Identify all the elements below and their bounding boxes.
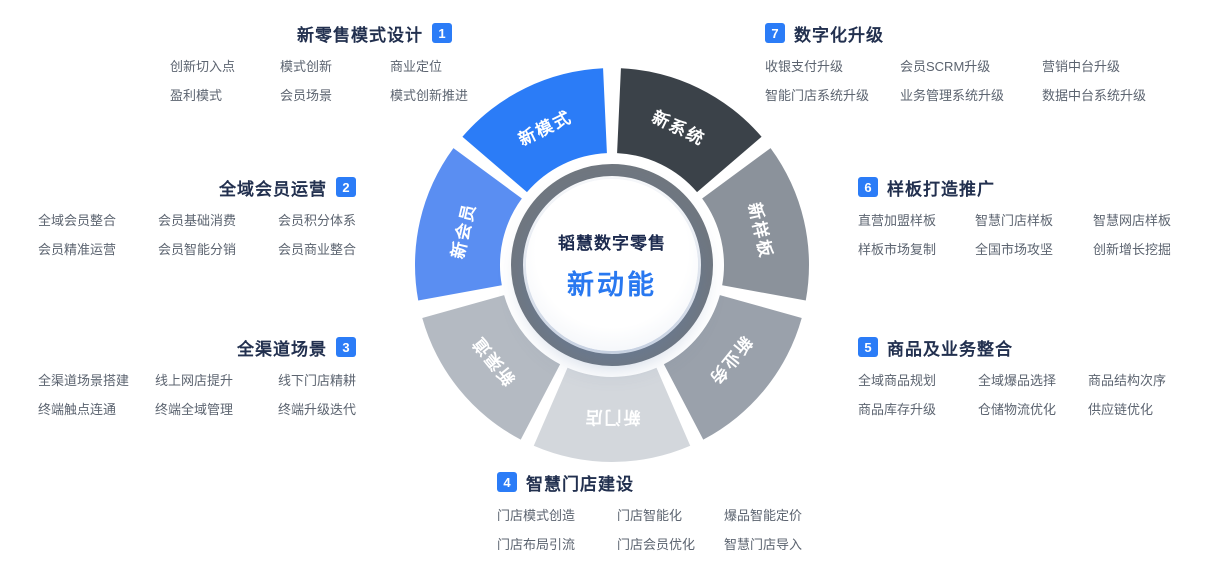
section-item: 智慧门店样板 (975, 213, 1054, 228)
section-item: 智能门店系统升级 (765, 88, 870, 103)
section-item: 智慧门店导入 (724, 537, 803, 552)
section-number-badge: 7 (765, 23, 785, 43)
wheel-wedge-2 (617, 68, 762, 193)
section-item: 会员智能分销 (158, 242, 237, 257)
section-item: 会员SCRM升级 (900, 59, 991, 74)
section-item: 会员积分体系 (278, 213, 357, 228)
section-item: 全国市场攻坚 (975, 242, 1054, 257)
section-number-badge: 6 (858, 177, 878, 197)
wheel-wedge-label: 新门店 (584, 408, 641, 428)
section-item: 商品库存升级 (858, 402, 937, 417)
section-item: 直营加盟样板 (858, 213, 937, 228)
section-items: 全域会员整合 会员基础消费 会员积分体系 会员精准运营 会员智能分销 会员商业整… (38, 210, 356, 258)
section-items: 直营加盟样板 智慧门店样板 智慧网店样板 样板市场复制 全国市场攻坚 创新增长挖… (858, 210, 1171, 258)
section-number-badge: 3 (336, 337, 357, 357)
section-item: 全域爆品选择 (978, 373, 1057, 388)
section-item: 线下门店精耕 (278, 373, 357, 388)
section-2-member-operation: 全域会员运营 2 全域会员整合 会员基础消费 会员积分体系 会员精准运营 会员智… (38, 176, 357, 258)
section-item: 创新增长挖掘 (1093, 242, 1172, 257)
wheel-center-circle: 韬慧数字零售 新动能 (526, 179, 698, 351)
section-item: 仓储物流优化 (978, 402, 1057, 417)
section-item: 智慧网店样板 (1093, 213, 1172, 228)
wheel-wedge-5 (533, 367, 691, 462)
section-item: 营销中台升级 (1042, 59, 1121, 74)
center-title: 韬慧数字零售 (558, 233, 666, 253)
section-2-header: 全域会员运营 2 (38, 176, 357, 199)
section-item: 会员基础消费 (158, 213, 237, 228)
section-item: 门店智能化 (617, 508, 683, 523)
section-item: 样板市场复制 (858, 242, 937, 257)
section-item: 全渠道场景搭建 (38, 373, 130, 388)
section-3-header: 全渠道场景 3 (38, 336, 357, 359)
section-item: 全域商品规划 (858, 373, 937, 388)
section-number-badge: 5 (858, 337, 878, 357)
section-item: 创新切入点 (170, 59, 236, 74)
section-4-smart-store: 4 智慧门店建设 门店模式创造 门店智能化 爆品智能定价 门店布局引流 门店会员… (497, 471, 802, 553)
wheel-wedge-1 (462, 68, 607, 193)
section-item: 模式创新 (280, 59, 333, 74)
hub-ring (511, 164, 713, 366)
section-item: 会员商业整合 (278, 242, 357, 257)
section-1-header: 新零售模式设计 1 (170, 22, 468, 45)
wheel-wedge-3 (702, 148, 809, 301)
section-items: 创新切入点 模式创新 商业定位 盈利模式 会员场景 模式创新推进 (170, 56, 468, 104)
center-subtitle: 新动能 (567, 269, 657, 300)
section-item: 商品结构次序 (1088, 373, 1167, 388)
section-number-badge: 2 (336, 177, 357, 197)
wheel-wedge-6 (422, 295, 561, 440)
section-title: 智慧门店建设 (526, 474, 634, 494)
section-title: 全渠道场景 (237, 339, 328, 359)
section-number-badge: 4 (497, 472, 517, 492)
section-item: 模式创新推进 (390, 88, 469, 103)
wheel-wedge-4 (663, 295, 802, 440)
section-number-badge: 1 (432, 23, 453, 43)
section-1-new-retail-model-design: 新零售模式设计 1 创新切入点 模式创新 商业定位 盈利模式 会员场景 模式创新… (170, 22, 468, 104)
section-item: 门店模式创造 (497, 508, 576, 523)
section-5-product-business-integration: 5 商品及业务整合 全域商品规划 全域爆品选择 商品结构次序 商品库存升级 仓储… (858, 336, 1166, 418)
section-item: 业务管理系统升级 (900, 88, 1005, 103)
section-7-digital-upgrade: 7 数字化升级 收银支付升级 会员SCRM升级 营销中台升级 智能门店系统升级 … (765, 22, 1146, 104)
section-title: 商品及业务整合 (887, 339, 1013, 359)
section-7-header: 7 数字化升级 (765, 22, 1146, 45)
section-6-model-promotion: 6 样板打造推广 直营加盟样板 智慧门店样板 智慧网店样板 样板市场复制 全国市… (858, 176, 1171, 258)
section-item: 门店布局引流 (497, 537, 576, 552)
section-title: 全域会员运营 (219, 179, 328, 199)
section-title: 数字化升级 (794, 25, 884, 45)
wheel-wedge-7 (415, 148, 522, 301)
section-items: 收银支付升级 会员SCRM升级 营销中台升级 智能门店系统升级 业务管理系统升级… (765, 56, 1146, 104)
section-item: 供应链优化 (1088, 402, 1154, 417)
section-item: 全域会员整合 (38, 213, 117, 228)
section-title: 新零售模式设计 (297, 25, 424, 45)
section-4-header: 4 智慧门店建设 (497, 471, 802, 494)
section-item: 终端全域管理 (155, 402, 234, 417)
section-title: 样板打造推广 (887, 179, 995, 199)
section-items: 全渠道场景搭建 线上网店提升 线下门店精耕 终端触点连通 终端全域管理 终端升级… (38, 370, 356, 418)
section-items: 门店模式创造 门店智能化 爆品智能定价 门店布局引流 门店会员优化 智慧门店导入 (497, 505, 802, 553)
section-item: 数据中台系统升级 (1042, 88, 1147, 103)
section-item: 终端触点连通 (38, 402, 117, 417)
section-item: 门店会员优化 (617, 537, 696, 552)
section-3-omnichannel-scene: 全渠道场景 3 全渠道场景搭建 线上网店提升 线下门店精耕 终端触点连通 终端全… (38, 336, 357, 418)
segmented-wheel-diagram: 新模式新系统新样板新业务新门店新渠道新会员 (415, 68, 809, 462)
section-item: 盈利模式 (170, 88, 223, 103)
section-item: 收银支付升级 (765, 59, 844, 74)
section-5-header: 5 商品及业务整合 (858, 336, 1166, 359)
section-6-header: 6 样板打造推广 (858, 176, 1171, 199)
section-items: 全域商品规划 全域爆品选择 商品结构次序 商品库存升级 仓储物流优化 供应链优化 (858, 370, 1166, 418)
section-item: 商业定位 (390, 59, 443, 74)
section-item: 会员精准运营 (38, 242, 117, 257)
section-item: 爆品智能定价 (724, 508, 803, 523)
section-item: 会员场景 (280, 88, 333, 103)
section-item: 终端升级迭代 (278, 402, 357, 417)
section-item: 线上网店提升 (155, 373, 234, 388)
